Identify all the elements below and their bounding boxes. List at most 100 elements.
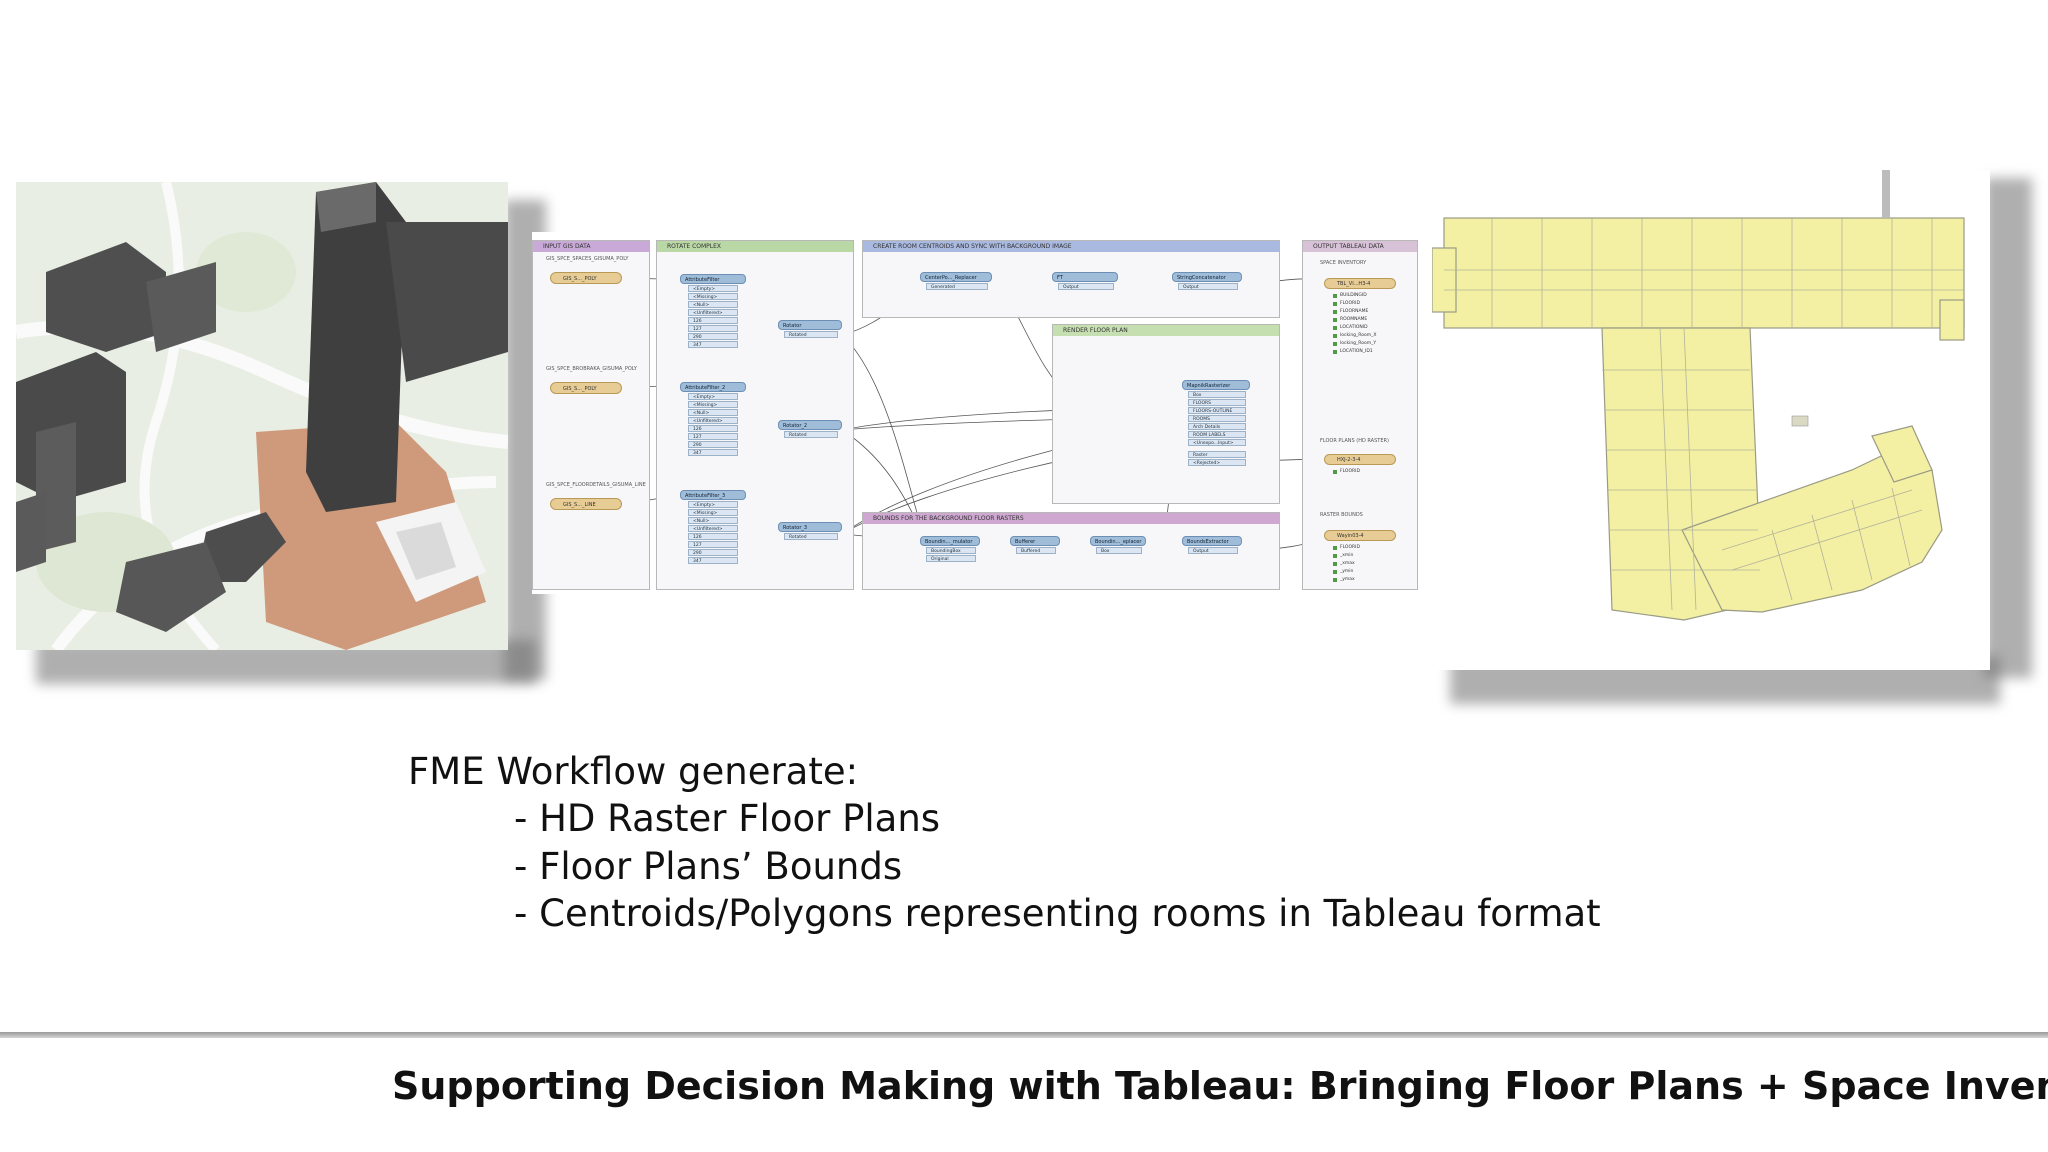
writer-attribute: FLOORID xyxy=(1332,544,1360,551)
rotator-node[interactable]: Rotator_3 xyxy=(778,522,842,532)
filter-port: <Empty> xyxy=(688,393,738,400)
filter-port: 347 xyxy=(688,341,738,348)
rasterizer-port: FLOORS-OUTLINE xyxy=(1188,407,1246,414)
string-concatenator-node[interactable]: StringConcatenator xyxy=(1172,272,1242,282)
footer-divider xyxy=(0,1032,2048,1038)
filter-port: <Missing> xyxy=(688,401,738,408)
rasterizer-port: FLOORS xyxy=(1188,399,1246,406)
attribute-filter-node[interactable]: AttributeFilter_2 xyxy=(680,382,746,392)
filter-port: 290 xyxy=(688,549,738,556)
attribute-filter-node[interactable]: AttributeFilter_3 xyxy=(680,490,746,500)
attribute-filter-node[interactable]: AttributeFilter xyxy=(680,274,746,284)
bounds-extractor-node[interactable]: BoundsExtractor xyxy=(1182,536,1242,546)
reader-label: GIS_SPCE_SPACES_GISUMA_POLY xyxy=(546,256,629,262)
reader-label: GIS_SPCE_FLOORDETAILS_GISUMA_LINE xyxy=(546,482,646,488)
filter-port: 126 xyxy=(688,317,738,324)
rotator-port: Rotated xyxy=(784,533,838,540)
writer-attribute: LOCATIONID xyxy=(1332,324,1368,331)
writer-attribute: ROOMNAME xyxy=(1332,316,1367,323)
writer-node[interactable]: TBL_VI...H3-4 xyxy=(1324,278,1396,289)
bookmark-title: INPUT GIS DATA xyxy=(533,241,649,252)
filter-port: <Unfiltered> xyxy=(688,417,738,424)
filter-port: <Missing> xyxy=(688,509,738,516)
filter-port: 127 xyxy=(688,433,738,440)
filter-port: <Null> xyxy=(688,409,738,416)
writer-node[interactable]: Wayin03-4 xyxy=(1324,530,1396,541)
mapnik-rasterizer-node[interactable]: MapnikRasterizer xyxy=(1182,380,1250,390)
filter-port: 290 xyxy=(688,333,738,340)
rotator-node[interactable]: Rotator xyxy=(778,320,842,330)
writer-attribute: _ymax xyxy=(1332,576,1355,583)
rasterizer-port: Arch Details xyxy=(1188,423,1246,430)
bookmark-title: ROTATE COMPLEX xyxy=(657,241,853,252)
writer-attribute: BUILDINGID xyxy=(1332,292,1367,299)
writer-attribute: FLOORNAME xyxy=(1332,308,1368,315)
footer-title: Supporting Decision Making with Tableau:… xyxy=(392,1064,2048,1108)
node-port: Generated xyxy=(926,283,988,290)
floor-plan-image xyxy=(1431,170,1990,670)
filter-port: <Empty> xyxy=(688,285,738,292)
output-section-label: RASTER BOUNDS xyxy=(1320,512,1363,518)
reader-node[interactable]: GIS_S..._POLY xyxy=(550,272,622,284)
node-port: Output xyxy=(1058,283,1114,290)
bookmark-title: RENDER FLOOR PLAN xyxy=(1053,325,1279,336)
writer-attribute: LOCATION_ID1 xyxy=(1332,348,1373,355)
bullet-item: - Floor Plans’ Bounds xyxy=(514,845,903,888)
reader-node[interactable]: GIS_S..._POLY xyxy=(550,382,622,394)
filter-port: 347 xyxy=(688,449,738,456)
rasterizer-port: Box xyxy=(1188,391,1246,398)
campus-3d-map-image xyxy=(16,182,508,650)
rasterizer-output: Raster xyxy=(1188,451,1246,458)
filter-port: <Empty> xyxy=(688,501,738,508)
rotator-port: Rotated xyxy=(784,331,838,338)
node-port: BoundingBox xyxy=(926,547,976,554)
filter-port: <Missing> xyxy=(688,293,738,300)
rasterizer-port: ROOM LABELS xyxy=(1188,431,1246,438)
bullet-item: - Centroids/Polygons representing rooms … xyxy=(514,892,1601,935)
floor-plan-drawing xyxy=(1431,170,1990,670)
bookmark-render-floor-plan: RENDER FLOOR PLAN xyxy=(1052,324,1280,504)
bounding-box-replacer-node[interactable]: Boundin..._eplacer xyxy=(1090,536,1146,546)
writer-attribute: FLOORID xyxy=(1332,300,1360,307)
filter-port: 290 xyxy=(688,441,738,448)
filter-port: 127 xyxy=(688,541,738,548)
rotator-node[interactable]: Rotator_2 xyxy=(778,420,842,430)
bounding-box-accumulator-node[interactable]: Boundin..._mulator xyxy=(920,536,980,546)
rasterizer-port: <Unexpo...Input> xyxy=(1188,439,1246,446)
body-heading: FME Workflow generate: xyxy=(408,750,859,793)
filter-port: 347 xyxy=(688,557,738,564)
reader-label: GIS_SPCE_BROBRAKA_GISUMA_POLY xyxy=(546,366,637,372)
rasterizer-output: <Rejected> xyxy=(1188,459,1246,466)
bookmark-title: BOUNDS FOR THE BACKGROUND FLOOR RASTERS xyxy=(863,513,1279,524)
bullet-item: - HD Raster Floor Plans xyxy=(514,797,941,840)
filter-port: <Unfiltered> xyxy=(688,525,738,532)
fme-workflow-canvas: INPUT GIS DATA ROTATE COMPLEX CREATE ROO… xyxy=(532,232,1424,594)
node-port: Output xyxy=(1178,283,1238,290)
filter-port: <Null> xyxy=(688,301,738,308)
filter-port: <Unfiltered> xyxy=(688,309,738,316)
filter-port: <Null> xyxy=(688,517,738,524)
writer-attribute: locking_Room_X xyxy=(1332,332,1376,339)
writer-attribute: locking_Room_Y xyxy=(1332,340,1376,347)
centerpoint-replacer-node[interactable]: CenterPo..._Replacer xyxy=(920,272,992,282)
output-section-label: FLOOR PLANS (HD RASTER) xyxy=(1320,438,1389,444)
bufferer-node[interactable]: Bufferer xyxy=(1010,536,1060,546)
writer-attribute: FLOORID xyxy=(1332,468,1360,475)
filter-port: 126 xyxy=(688,425,738,432)
node-port: Output xyxy=(1188,547,1238,554)
rasterizer-port: ROOMS xyxy=(1188,415,1246,422)
node-port: Original xyxy=(926,555,976,562)
filter-port: 127 xyxy=(688,325,738,332)
writer-attribute: _ymin xyxy=(1332,568,1353,575)
campus-map-drawing xyxy=(16,182,508,650)
filter-port: 126 xyxy=(688,533,738,540)
reader-node[interactable]: GIS_S..._LINE xyxy=(550,498,622,510)
node-port: Buffered xyxy=(1016,547,1056,554)
ft-node[interactable]: FT xyxy=(1052,272,1118,282)
writer-node[interactable]: HXJ-2-3-4 xyxy=(1324,454,1396,465)
rotator-port: Rotated xyxy=(784,431,838,438)
output-section-label: SPACE INVENTORY xyxy=(1320,260,1367,266)
node-port: Box xyxy=(1096,547,1142,554)
writer-attribute: _xmax xyxy=(1332,560,1355,567)
writer-attribute: _xmin xyxy=(1332,552,1353,559)
